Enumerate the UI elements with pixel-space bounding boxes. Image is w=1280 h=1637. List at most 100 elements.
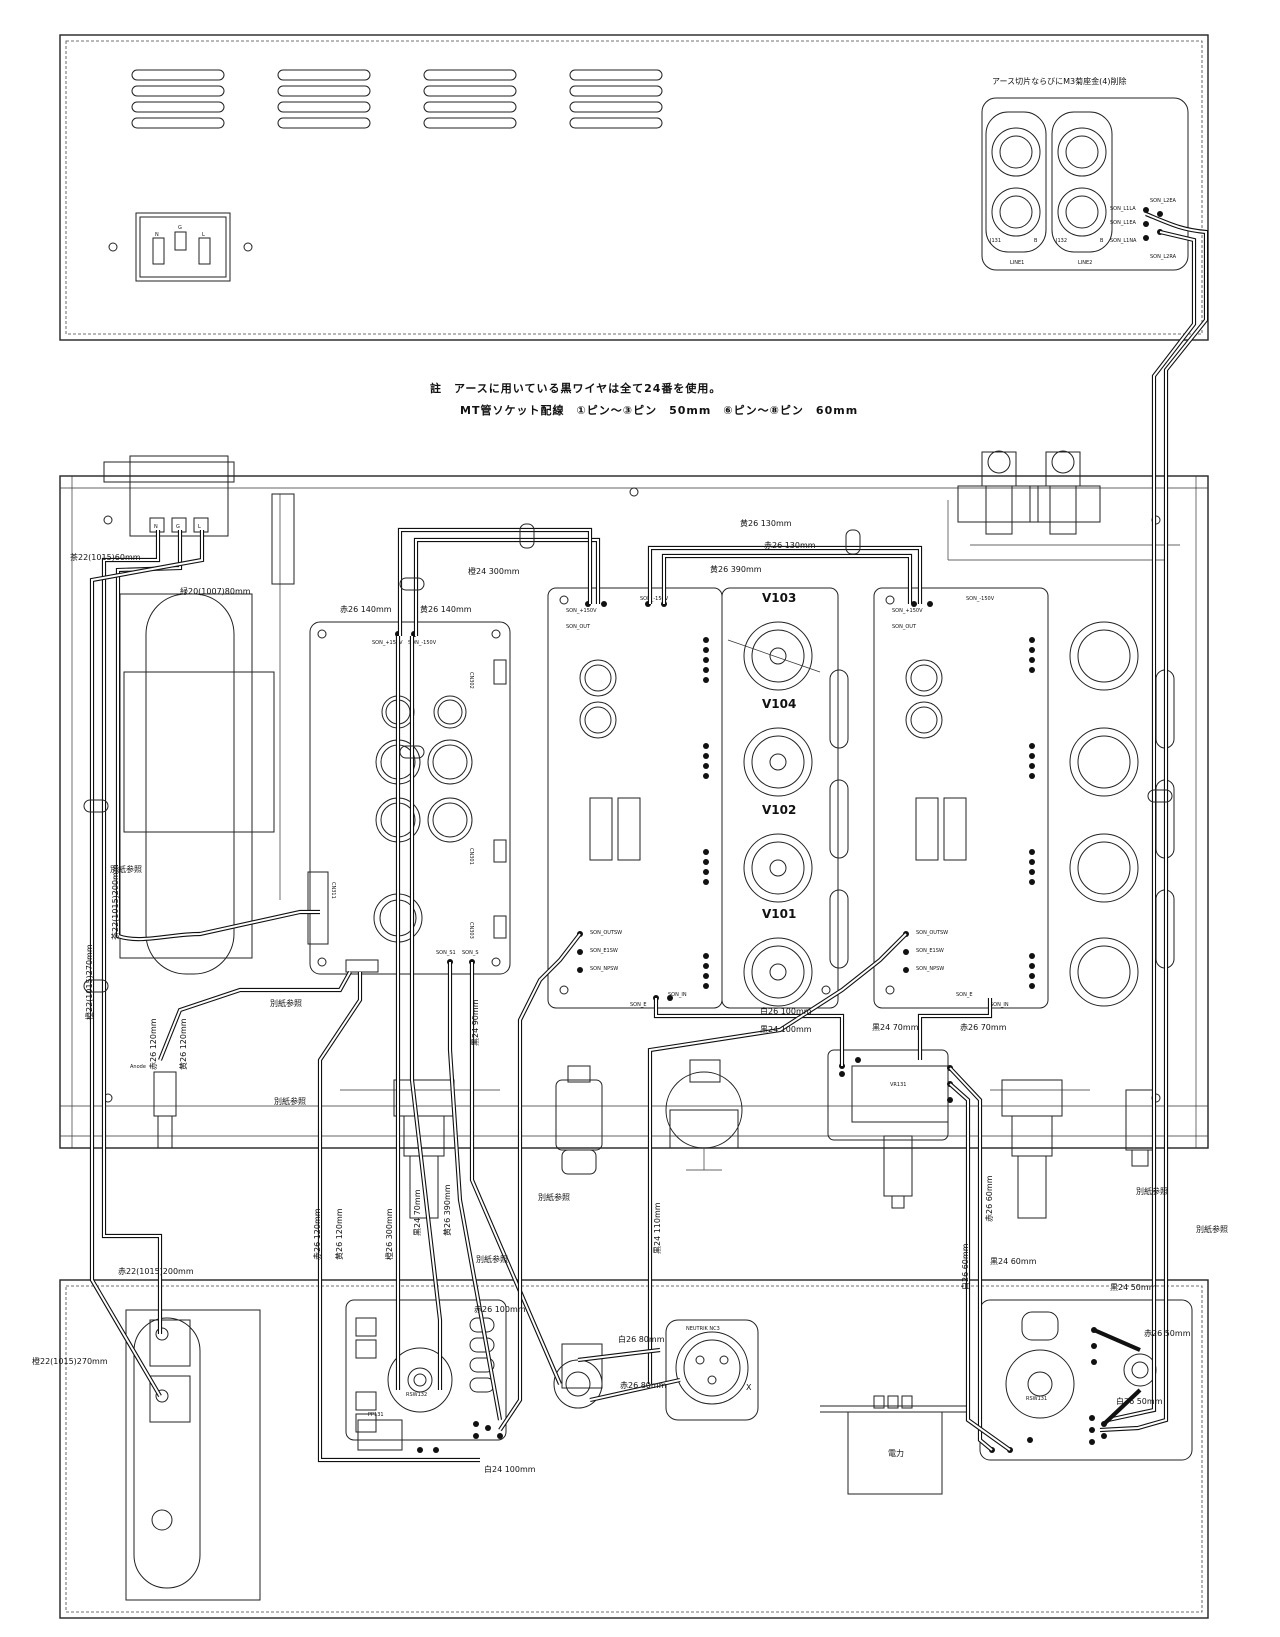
- pcb-son-s1: SON_S1: [436, 950, 456, 956]
- wire-labels: 茶22(1015)60mm 緑20(1007)80mm 赤26 140mm 黄2…: [32, 518, 1228, 1474]
- ref-label-1: 別紙参照: [110, 864, 142, 874]
- label-black24-50: 黒24 50mm: [1110, 1283, 1157, 1292]
- jack-j131-label: J131: [989, 238, 1001, 244]
- label-white26-60: 白26 60mm: [960, 1243, 970, 1290]
- amp-r-plus150: SON_+150V: [892, 608, 923, 614]
- label-black24-90: 黒24 90mm: [471, 999, 480, 1046]
- amp-l-minus150: SON_-150V: [640, 596, 669, 602]
- xlr-output: NEUTRIK NC3 X: [553, 1319, 759, 1421]
- pcb-plus150: SON_+150V: [372, 640, 403, 646]
- label-orange26-300: 橙26 300mm: [384, 1208, 394, 1260]
- meter-label: 電力: [888, 1448, 904, 1458]
- label-white24-100: 白24 100mm: [484, 1464, 536, 1474]
- selector-board-left: RSW132 PP131: [345, 1299, 507, 1453]
- label-red26-70: 赤26 70mm: [960, 1023, 1007, 1032]
- label-son-l2ea: SON_L2EA: [1150, 198, 1176, 204]
- label-yel26-130: 黄26 130mm: [740, 518, 792, 528]
- iec-inlet: N G L: [108, 212, 253, 282]
- amp-pcb-right: SON_+150V SON_-150V SON_OUT SON_OUTSW SO…: [873, 587, 1175, 1009]
- xlr-x-mark: X: [746, 1383, 752, 1392]
- rear-note: アース切片ならびにM3菊座金(4)削除: [992, 76, 1126, 86]
- label-brown22-60: 茶22(1015)60mm: [70, 552, 141, 562]
- label-red26-50: 赤26 50mm: [1144, 1329, 1191, 1338]
- label-white26-50: 白26 50mm: [1116, 1396, 1163, 1406]
- amp-r-npsw: SON_NPSW: [916, 966, 944, 972]
- label-red26-80: 赤26 80mm: [620, 1381, 667, 1390]
- label-red26-130: 赤26 130mm: [764, 541, 816, 550]
- label-red26-100: 赤26 100mm: [474, 1305, 526, 1314]
- amp-l-sone: SON_E: [630, 1002, 647, 1008]
- vent-slots: [131, 69, 663, 129]
- amp-l-e1sw: SON_E1SW: [590, 948, 618, 954]
- tube-v101-label: V101: [762, 907, 796, 921]
- tube-v104-label: V104: [762, 697, 796, 711]
- label-black24-110: 黒24 110mm: [653, 1202, 662, 1254]
- note-line-1: 註 アースに用いている黒ワイヤは全て24番を使用。: [430, 381, 721, 395]
- label-black24-100: 黒24 100mm: [760, 1025, 812, 1034]
- label-brown22-200: 茶22(1015)200mm: [110, 864, 120, 940]
- amp-l-plus150: SON_+150V: [566, 608, 597, 614]
- amp-l-npsw: SON_NPSW: [590, 966, 618, 972]
- pcb-cn301: CN301: [468, 848, 474, 865]
- label-orange24-300: 橙24 300mm: [468, 566, 520, 576]
- label-son-l1ea: SON_L1EA: [1110, 220, 1136, 226]
- pcb-cn303: CN303: [468, 922, 474, 939]
- jack-j132-label: J132: [1055, 238, 1067, 244]
- pcb-minus150: SON_-150V: [408, 640, 437, 646]
- label-red22-200: 赤22(1015)200mm: [118, 1267, 194, 1276]
- tube-v102-label: V102: [762, 803, 796, 817]
- ref-label-2: 別紙参照: [270, 998, 302, 1008]
- pcb-cn302: CN302: [468, 672, 474, 689]
- tube-socket-v103: V103: [727, 591, 821, 691]
- label-red26-120-a: 赤26 120mm: [149, 1018, 158, 1070]
- label-red26-60: 赤26 60mm: [985, 1175, 994, 1222]
- label-front-orange22-270: 橙22(1015)270mm: [32, 1356, 108, 1366]
- xlr-brand-label: NEUTRIK NC3: [686, 1326, 720, 1332]
- ac-pin-n: N: [154, 524, 158, 530]
- amp-pcb-left: SON_+150V SON_-150V SON_OUT SON_OUTSW SO…: [547, 587, 849, 1009]
- front-panel: RSW132 PP131 NEUTRIK NC3 X: [59, 1279, 1209, 1619]
- power-pcb: CN302 CN301 CN303 CN311 SON_+150V SON_-1…: [307, 621, 511, 975]
- label-yel26-120-b: 黄26 120mm: [334, 1208, 344, 1260]
- label-black24-60: 黒24 60mm: [990, 1257, 1037, 1266]
- line2-label: LINE2: [1078, 260, 1092, 266]
- label-son-l1na: SON_L1NA: [1110, 238, 1137, 244]
- label-black24-70: 黒24 70mm: [872, 1023, 919, 1032]
- amp-r-sonout: SON_OUT: [892, 624, 917, 630]
- label-yel26-390: 黄26 390mm: [710, 564, 762, 574]
- label-white26-80: 白26 80mm: [618, 1334, 665, 1344]
- tube-socket-v102: V102: [743, 803, 813, 903]
- amp-l-sonout: SON_OUT: [566, 624, 591, 630]
- anode-label: Anode: [130, 1064, 146, 1070]
- tube-socket-v104: V104: [743, 697, 813, 797]
- rsw132-label: RSW132: [406, 1392, 427, 1398]
- power-transformer: [119, 493, 295, 975]
- rear-panel: N G L アース切片ならびにM3菊座金(4)削除 J131 J132 B B …: [59, 34, 1209, 341]
- iec-pin-l: L: [202, 232, 205, 238]
- label-red26-120-b: 赤26 120mm: [313, 1208, 322, 1260]
- label-yel26-140: 黄26 140mm: [420, 604, 472, 614]
- rca-jacks: [947, 450, 1180, 561]
- ref-label-5: 別紙参照: [476, 1254, 508, 1264]
- chassis: N G L: [59, 450, 1209, 1219]
- ac-pin-l: L: [198, 524, 201, 530]
- vr131-label: VR131: [890, 1082, 906, 1088]
- label-yel26-120-a: 黄26 120mm: [178, 1018, 188, 1070]
- xlr-jacks: J131 J132 B B LINE1 LINE2 SON_L1LA SON_L…: [981, 97, 1189, 271]
- ac-pin-g: G: [176, 524, 180, 530]
- label-black24-70-b: 黒24 70mm: [413, 1189, 422, 1236]
- amp-r-minus150: SON_-150V: [966, 596, 995, 602]
- note-line-2: MT管ソケット配線 ①ピン～③ピン 50mm ⑥ピン～⑧ピン 60mm: [460, 403, 858, 417]
- label-red26-140: 赤26 140mm: [340, 605, 392, 614]
- jack-pin-b-2: B: [1100, 238, 1104, 244]
- amp-l-sonin: SON_IN: [668, 992, 687, 998]
- amp-r-outsw: SON_OUTSW: [916, 930, 948, 936]
- amp-r-e1sw: SON_E1SW: [916, 948, 944, 954]
- line1-label: LINE1: [1010, 260, 1024, 266]
- ac-inlet-chassis: N G L: [103, 455, 235, 537]
- label-orange22-270: 橙22(1015)270mm: [84, 944, 94, 1020]
- ref-label-4: 別紙参照: [538, 1192, 570, 1202]
- iec-pin-g: G: [178, 225, 182, 231]
- rsw131-label: RSW131: [1026, 1396, 1047, 1402]
- pcb-son-s: SON_S: [462, 950, 479, 956]
